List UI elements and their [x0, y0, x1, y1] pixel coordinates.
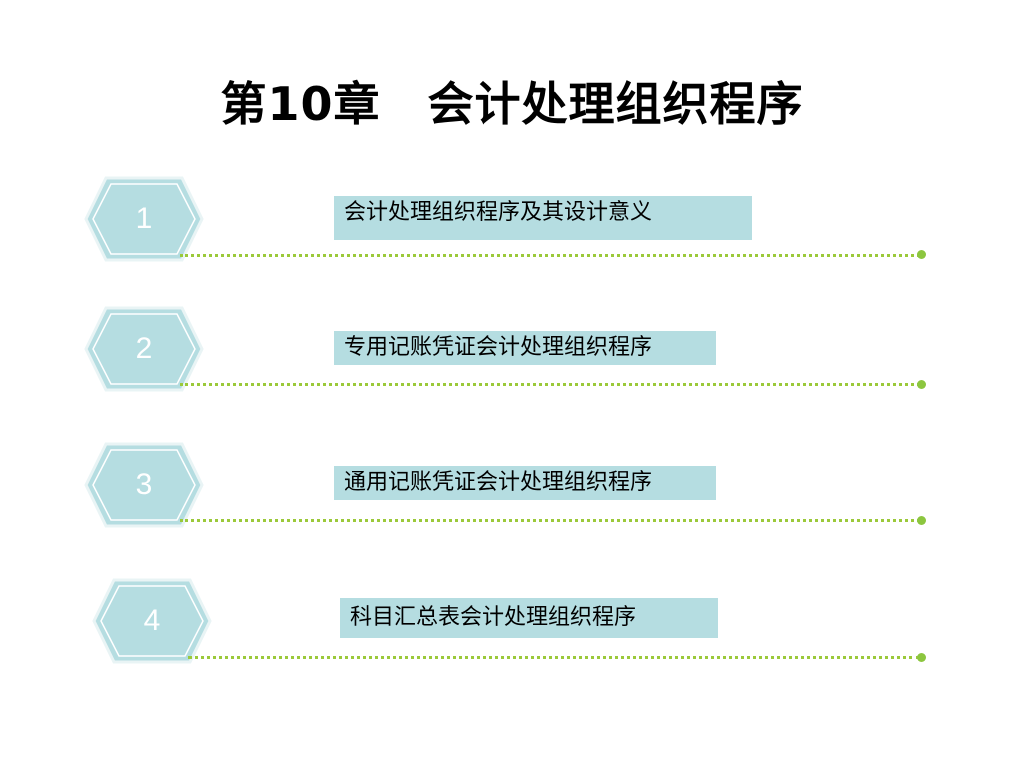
dotted-divider: [188, 656, 920, 659]
dotted-divider: [180, 254, 920, 257]
end-dot-icon: [917, 653, 926, 662]
hexagon-icon: 3: [84, 442, 204, 528]
end-dot-icon: [917, 380, 926, 389]
item-label: 通用记账凭证会计处理组织程序: [334, 466, 716, 500]
dotted-divider: [180, 383, 920, 386]
item-number: 2: [135, 332, 153, 365]
item-label: 会计处理组织程序及其设计意义: [334, 196, 752, 240]
dotted-divider: [180, 519, 920, 522]
list-item: 4 科目汇总表会计处理组织程序: [0, 578, 1024, 678]
list-item: 2 专用记账凭证会计处理组织程序: [0, 306, 1024, 406]
hexagon-icon: 2: [84, 306, 204, 392]
page-title: 第10章 会计处理组织程序: [220, 77, 804, 131]
item-label: 科目汇总表会计处理组织程序: [340, 598, 718, 638]
list-item: 1 会计处理组织程序及其设计意义: [0, 176, 1024, 276]
end-dot-icon: [917, 516, 926, 525]
list-item: 3 通用记账凭证会计处理组织程序: [0, 442, 1024, 542]
item-number: 4: [143, 604, 161, 637]
item-label: 专用记账凭证会计处理组织程序: [334, 331, 716, 365]
item-number: 1: [135, 202, 153, 235]
item-number: 3: [135, 468, 153, 501]
hexagon-icon: 1: [84, 176, 204, 262]
end-dot-icon: [917, 250, 926, 259]
hexagon-icon: 4: [92, 578, 212, 664]
